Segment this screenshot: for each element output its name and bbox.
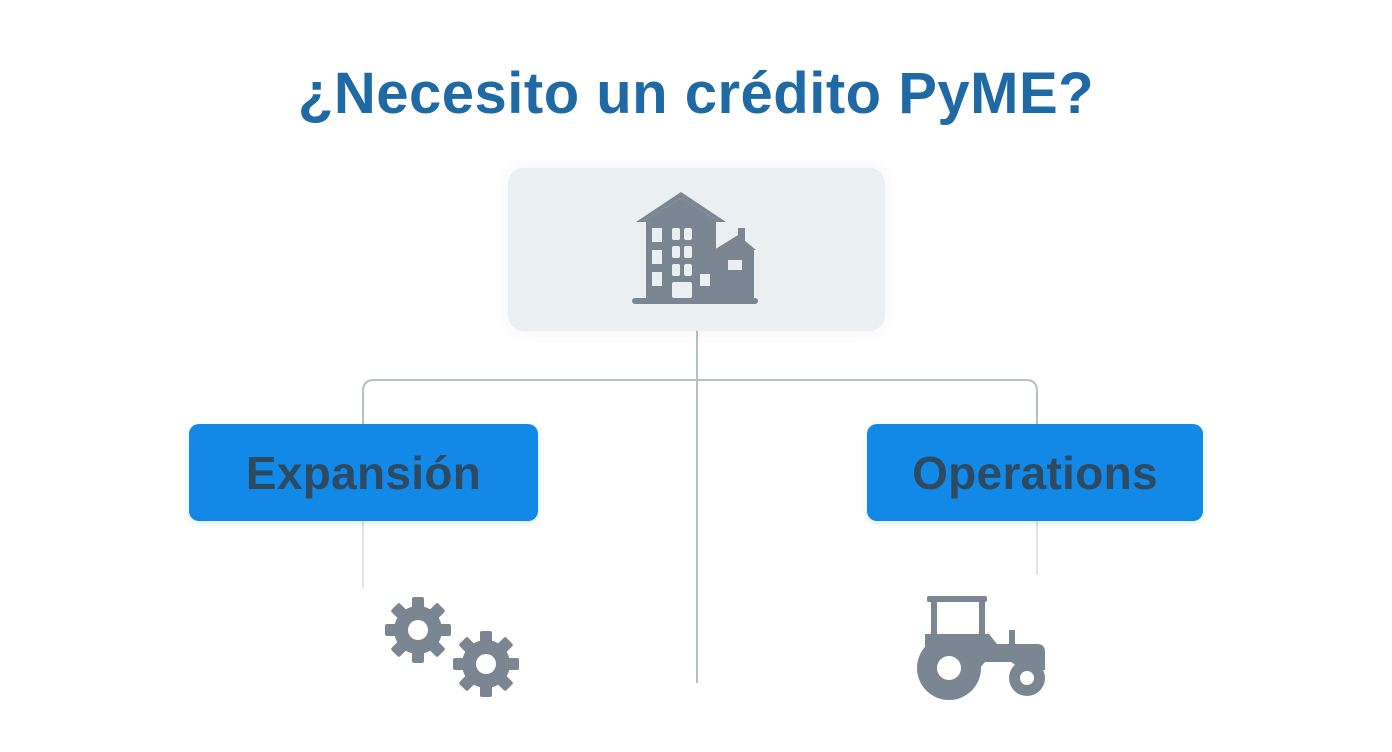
branch-operations-label: Operations (912, 446, 1158, 499)
root-node (508, 168, 885, 331)
diagram-title: ¿Necesito un crédito PyME? (297, 61, 1095, 126)
branch-expansion: Expansión (189, 424, 538, 521)
building-icon (632, 192, 758, 304)
branch-connector (362, 379, 1038, 424)
tractor-icon (917, 596, 1045, 700)
branch-expansion-label: Expansión (245, 446, 482, 499)
gears-icon (385, 597, 519, 697)
branch-operations: Operations (867, 424, 1203, 521)
